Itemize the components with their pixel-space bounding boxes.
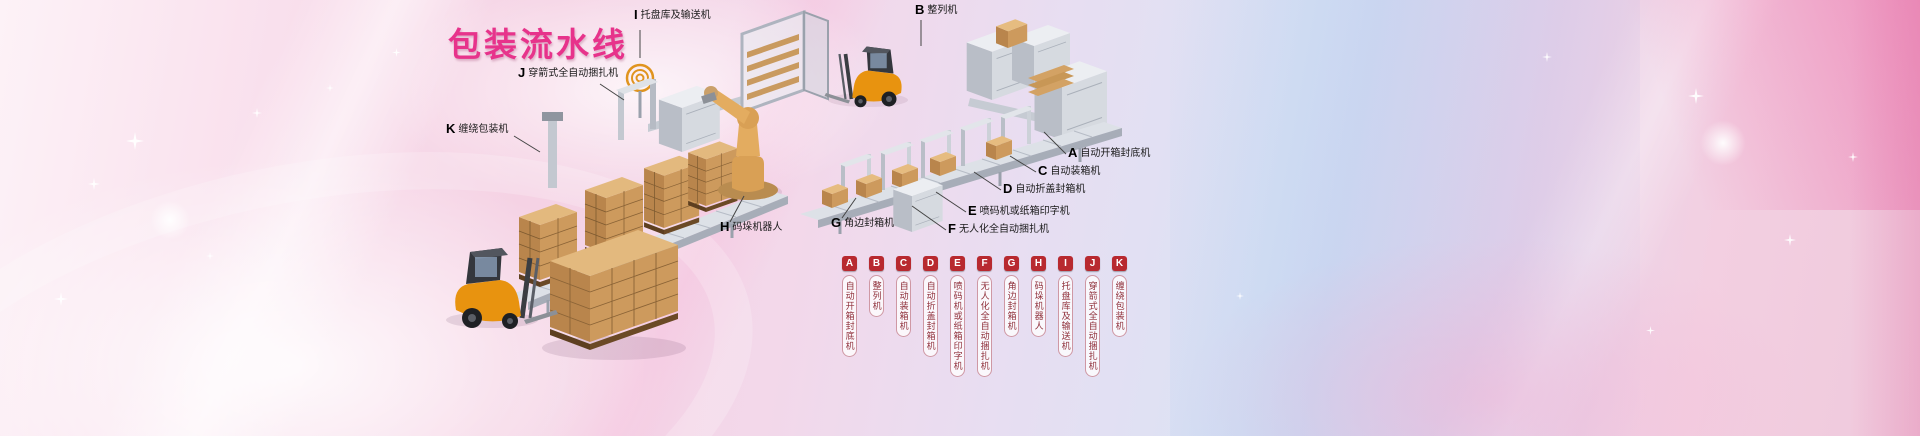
callout-text: 自动装箱机 [1050, 166, 1101, 177]
callout-text: 无人化全自动捆扎机 [958, 224, 1049, 235]
legend-badge: C [896, 256, 911, 271]
callout-letter: J [518, 65, 526, 80]
legend-label: 角边封箱机 [1004, 275, 1019, 337]
legend-label: 自动开箱封底机 [842, 275, 857, 357]
legend-item-b: B 整列机 [869, 256, 884, 377]
callout-coder-printer: E 喷码机或纸箱印字机 [968, 204, 1070, 218]
callout-auto-strapper: F 无人化全自动捆扎机 [948, 222, 1049, 236]
callout-pallet-warehouse: I 托盘库及输送机 [634, 8, 711, 22]
case-erector [1028, 60, 1108, 141]
legend-badge: I [1058, 256, 1073, 271]
legend-label: 码垛机器人 [1031, 275, 1046, 337]
callout-text: 喷码机或纸箱印字机 [979, 206, 1070, 217]
callout-palletizing-robot: H 码垛机器人 [720, 220, 782, 234]
legend-badge: B [869, 256, 884, 271]
legend-badge: D [923, 256, 938, 271]
legend-label: 缠绕包装机 [1112, 275, 1127, 337]
callout-text: 托盘库及输送机 [640, 10, 711, 21]
legend-item-j: J 穿箭式全自动捆扎机 [1085, 256, 1100, 377]
callout-text: 缠绕包装机 [458, 124, 509, 135]
legend: A 自动开箱封底机 B 整列机 C 自动装箱机 D 自动折盖封箱机 E 喷码机或… [842, 256, 1127, 377]
legend-item-k: K 缠绕包装机 [1112, 256, 1127, 377]
callout-text: 穿箭式全自动捆扎机 [528, 68, 619, 79]
legend-label: 托盘库及输送机 [1058, 275, 1073, 357]
legend-item-e: E 喷码机或纸箱印字机 [950, 256, 965, 377]
wrapping-machine [542, 112, 563, 188]
legend-badge: G [1004, 256, 1019, 271]
callout-text: 整列机 [927, 5, 958, 16]
callout-letter: C [1038, 163, 1048, 178]
callout-letter: G [831, 215, 842, 230]
legend-item-i: I 托盘库及输送机 [1058, 256, 1073, 377]
legend-label: 喷码机或纸箱印字机 [950, 275, 965, 377]
page-title: 包装流水线 [448, 26, 628, 63]
legend-label: 自动折盖封箱机 [923, 275, 938, 357]
legend-badge: H [1031, 256, 1046, 271]
callout-text: 角边封箱机 [844, 218, 895, 229]
callout-aligning-machine: B 整列机 [915, 3, 957, 17]
leader-lines [513, 20, 1067, 231]
legend-label: 无人化全自动捆扎机 [977, 275, 992, 377]
legend-item-h: H 码垛机器人 [1031, 256, 1046, 377]
callout-strapping-machine: J 穿箭式全自动捆扎机 [518, 66, 618, 80]
pallet-warehouse [648, 9, 829, 132]
legend-item-d: D 自动折盖封箱机 [923, 256, 938, 377]
palletizing-robot [701, 86, 778, 200]
callout-letter: E [968, 203, 977, 218]
callout-text: 自动折盖封箱机 [1015, 184, 1086, 195]
legend-badge: F [977, 256, 992, 271]
legend-badge: A [842, 256, 857, 271]
callout-letter: H [720, 219, 730, 234]
callout-letter: F [948, 221, 956, 236]
callout-case-erector: A 自动开箱封底机 [1068, 146, 1150, 160]
forklift-top [822, 44, 904, 110]
callout-text: 码垛机器人 [732, 222, 783, 233]
callout-letter: D [1003, 181, 1013, 196]
callout-wrapping-machine: K 缠绕包装机 [446, 122, 508, 136]
legend-item-a: A 自动开箱封底机 [842, 256, 857, 377]
callout-corner-sealer: G 角边封箱机 [831, 216, 894, 230]
callout-letter: K [446, 121, 456, 136]
callout-letter: A [1068, 145, 1078, 160]
box-stack [687, 141, 738, 213]
callout-letter: B [915, 2, 925, 17]
callout-text: 自动开箱封底机 [1080, 148, 1151, 159]
legend-badge: J [1085, 256, 1100, 271]
callout-flap-sealer: D 自动折盖封箱机 [1003, 182, 1085, 196]
strapping-machine [616, 63, 721, 153]
legend-label: 自动装箱机 [896, 275, 911, 337]
legend-badge: E [950, 256, 965, 271]
legend-label: 穿箭式全自动捆扎机 [1085, 275, 1100, 377]
legend-item-c: C 自动装箱机 [896, 256, 911, 377]
callout-case-packer: C 自动装箱机 [1038, 164, 1100, 178]
legend-label: 整列机 [869, 275, 884, 317]
legend-item-f: F 无人化全自动捆扎机 [977, 256, 992, 377]
legend-item-g: G 角边封箱机 [1004, 256, 1019, 377]
legend-badge: K [1112, 256, 1127, 271]
callout-letter: I [634, 7, 638, 22]
